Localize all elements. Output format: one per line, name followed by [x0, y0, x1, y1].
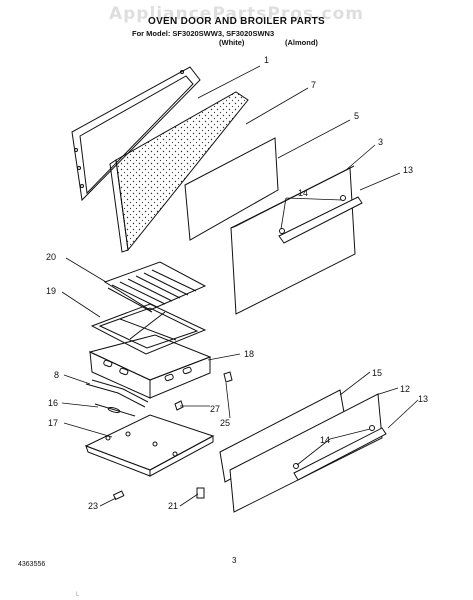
door-gasket-frame	[71, 66, 201, 202]
callout-1: 1	[264, 55, 269, 65]
broiler-drawer	[88, 334, 212, 399]
color-almond-label: (Almond)	[285, 38, 318, 47]
callout-19: 19	[46, 286, 56, 296]
door-insulation-pad	[109, 91, 249, 253]
callout-16: 16	[48, 398, 58, 408]
bracket-part	[196, 487, 205, 499]
door-inner-panel	[184, 137, 279, 241]
screw-part	[112, 490, 125, 501]
broiler-drawer-panel-outer	[229, 393, 387, 513]
callout-21: 21	[168, 501, 178, 511]
leader-lines	[61, 65, 419, 507]
callout-15: 15	[372, 368, 382, 378]
diagram-title: OVEN DOOR AND BROILER PARTS	[148, 16, 325, 27]
callout-20: 20	[46, 252, 56, 262]
callout-17: 17	[48, 418, 58, 428]
callout-25: 25	[220, 418, 230, 428]
callout-13-lower: 13	[418, 394, 428, 404]
broiler-pan	[90, 303, 207, 355]
callout-12: 12	[400, 384, 410, 394]
callout-5: 5	[354, 111, 359, 121]
watermark: AppliancePartsPros.com	[108, 4, 364, 24]
callout-27: 27	[210, 404, 220, 414]
callout-14-upper: 14	[298, 188, 308, 198]
page-number: 3	[232, 556, 237, 565]
broiler-rod	[94, 403, 136, 417]
callout-23: 23	[88, 501, 98, 511]
callout-14-lower: 14	[320, 435, 330, 445]
model-line: For Model: SF3020SWW3, SF3020SWN3	[132, 29, 275, 38]
callout-3: 3	[378, 137, 383, 147]
clip-part	[174, 371, 233, 411]
corner-mark: L	[76, 592, 80, 598]
callout-8: 8	[54, 370, 59, 380]
document-number: 4363556	[18, 561, 46, 568]
broiler-grid	[103, 261, 207, 313]
color-white-label: (White)	[219, 38, 245, 47]
callout-13-upper: 13	[403, 165, 413, 175]
broiler-drawer-bottom	[84, 414, 215, 477]
callout-18: 18	[244, 349, 254, 359]
upper-oven-door-panel	[230, 165, 363, 315]
callout-labels: 1 7 5 3 13 14 20 19 18 8 16 17 27 25 15 …	[46, 55, 428, 511]
broiler-glide	[85, 379, 149, 408]
callout-7: 7	[311, 80, 316, 90]
